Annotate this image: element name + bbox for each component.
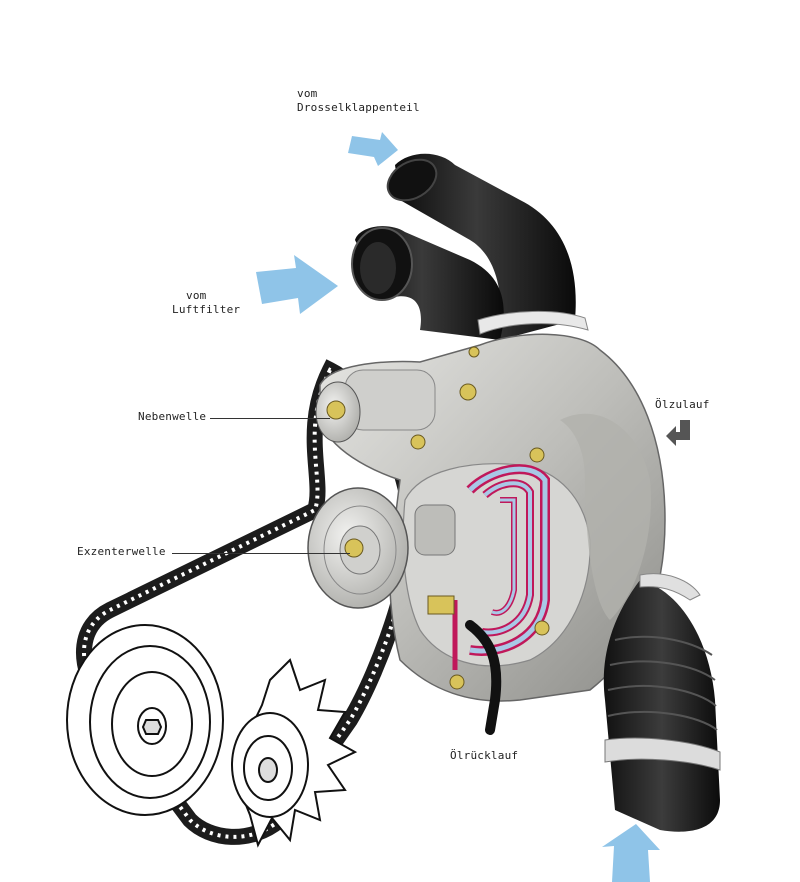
label-vom-drosselklappenteil-2: Drosselklappenteil [297, 101, 420, 114]
label-oelruecklauf: Ölrücklauf [450, 749, 519, 762]
label-oelzulauf: Ölzulauf [655, 398, 710, 411]
hose-clamp [477, 310, 589, 335]
flow-arrow-icon [348, 132, 398, 166]
leader-exzenterwelle [172, 553, 350, 554]
oil-return-line [465, 620, 502, 735]
oil-fitting [427, 595, 455, 615]
label-vom-luftfilter-2: Luftfilter [172, 303, 241, 316]
oil-channels [452, 464, 550, 670]
eccentric-shaft-pulley [307, 487, 456, 609]
label-vom-drosselklappenteil-1: vom [297, 87, 318, 100]
intake-hose-throttle [386, 153, 576, 340]
flow-arrow-icon [602, 824, 660, 882]
leader-nebenwelle [210, 418, 330, 419]
label-vom-luftfilter-1: vom [186, 289, 207, 302]
label-exzenterwelle: Exzenterwelle [77, 545, 166, 558]
alternator-fan [231, 658, 358, 848]
auxiliary-shaft-pulley [315, 381, 361, 443]
outlet-bellows-hose [603, 573, 721, 832]
bolts [410, 346, 550, 690]
intake-hose-airfilter [351, 226, 504, 340]
label-nebenwelle: Nebenwelle [138, 410, 207, 423]
flow-arrow-icon [256, 255, 338, 314]
oil-inlet-arrow-icon [666, 420, 690, 446]
crankshaft-pulley [66, 624, 224, 816]
